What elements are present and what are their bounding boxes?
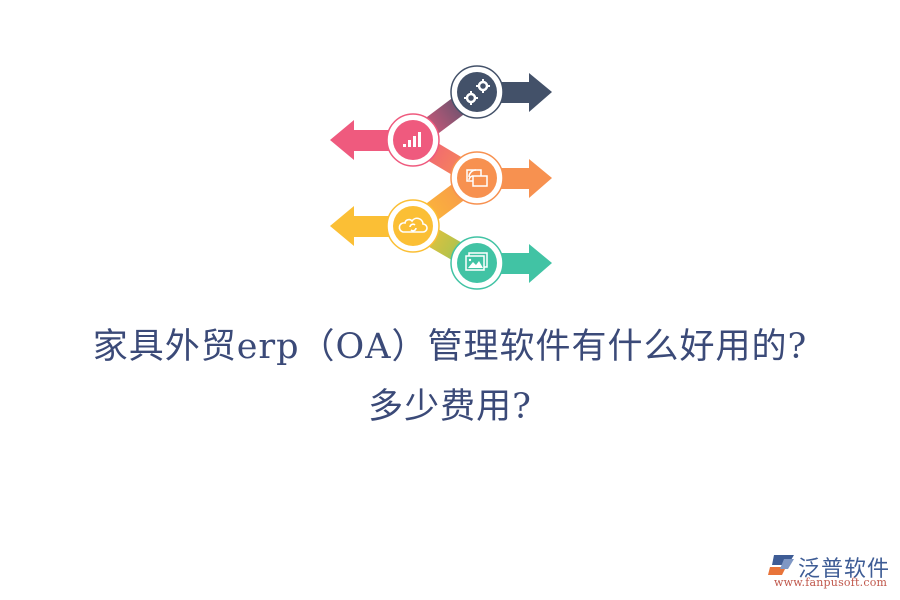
step2-node xyxy=(386,113,440,167)
page-title-line2: 多少费用? xyxy=(368,387,532,427)
step3-node xyxy=(450,151,504,205)
page-title-line1: 家具外贸erp（OA）管理软件有什么好用的? xyxy=(92,327,808,367)
brand-logo: 泛普软件 www.fanpusoft.com xyxy=(768,553,896,593)
bar-chart-icon xyxy=(403,132,421,147)
gears-icon xyxy=(464,79,490,105)
image-gallery-icon xyxy=(465,252,488,271)
logo-url: www.fanpusoft.com xyxy=(774,576,888,589)
step1-node xyxy=(450,65,504,119)
logo-brand-name: 泛普软件 xyxy=(798,557,891,582)
logo-mark-icon xyxy=(768,555,794,575)
process-infographic xyxy=(330,65,552,290)
cloud-sync-icon xyxy=(398,217,428,233)
screen-cast-icon xyxy=(466,169,488,187)
step5-node xyxy=(450,236,504,290)
step4-node xyxy=(386,199,440,253)
